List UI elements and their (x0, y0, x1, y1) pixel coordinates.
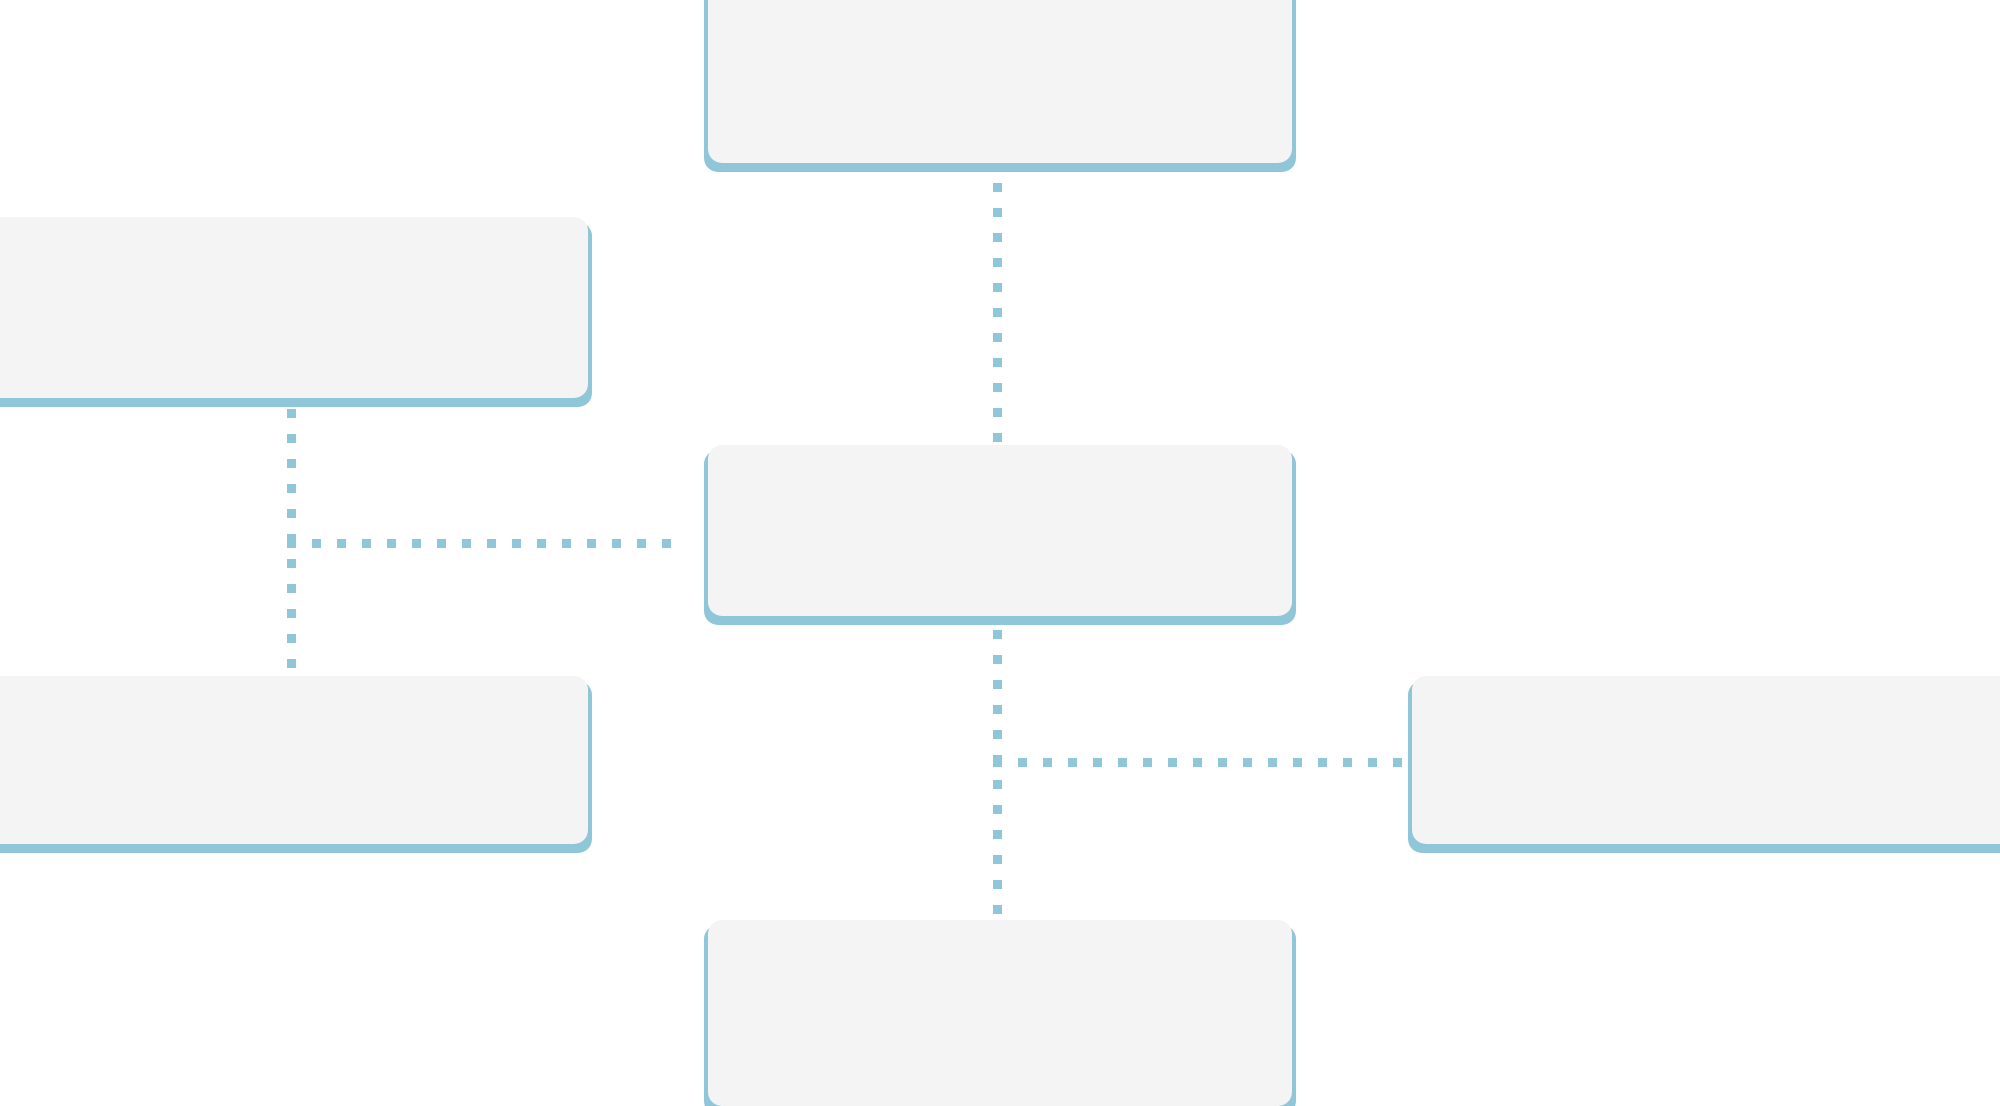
node-face (0, 217, 588, 398)
node-left-lower[interactable] (0, 676, 592, 853)
node-middle-center[interactable] (704, 445, 1296, 625)
node-top-center[interactable] (704, 0, 1296, 172)
node-face (708, 0, 1292, 163)
node-content (0, 681, 592, 853)
connector-middle-branch-to-right (993, 758, 1408, 767)
connector-left-branch-to-middle (287, 539, 680, 548)
node-right[interactable] (1408, 676, 2000, 853)
connector-middle-to-bottom (993, 630, 1002, 920)
node-face (708, 920, 1292, 1106)
node-face (1412, 676, 2000, 844)
node-content (704, 925, 1296, 1106)
connector-top-to-middle (993, 183, 1002, 451)
node-content (704, 450, 1296, 625)
node-content (704, 0, 1296, 172)
node-bottom-center[interactable] (704, 920, 1296, 1106)
node-face (708, 445, 1292, 616)
node-left-upper[interactable] (0, 217, 592, 407)
node-content (1408, 681, 2000, 853)
node-content (0, 222, 592, 407)
node-face (0, 676, 588, 844)
